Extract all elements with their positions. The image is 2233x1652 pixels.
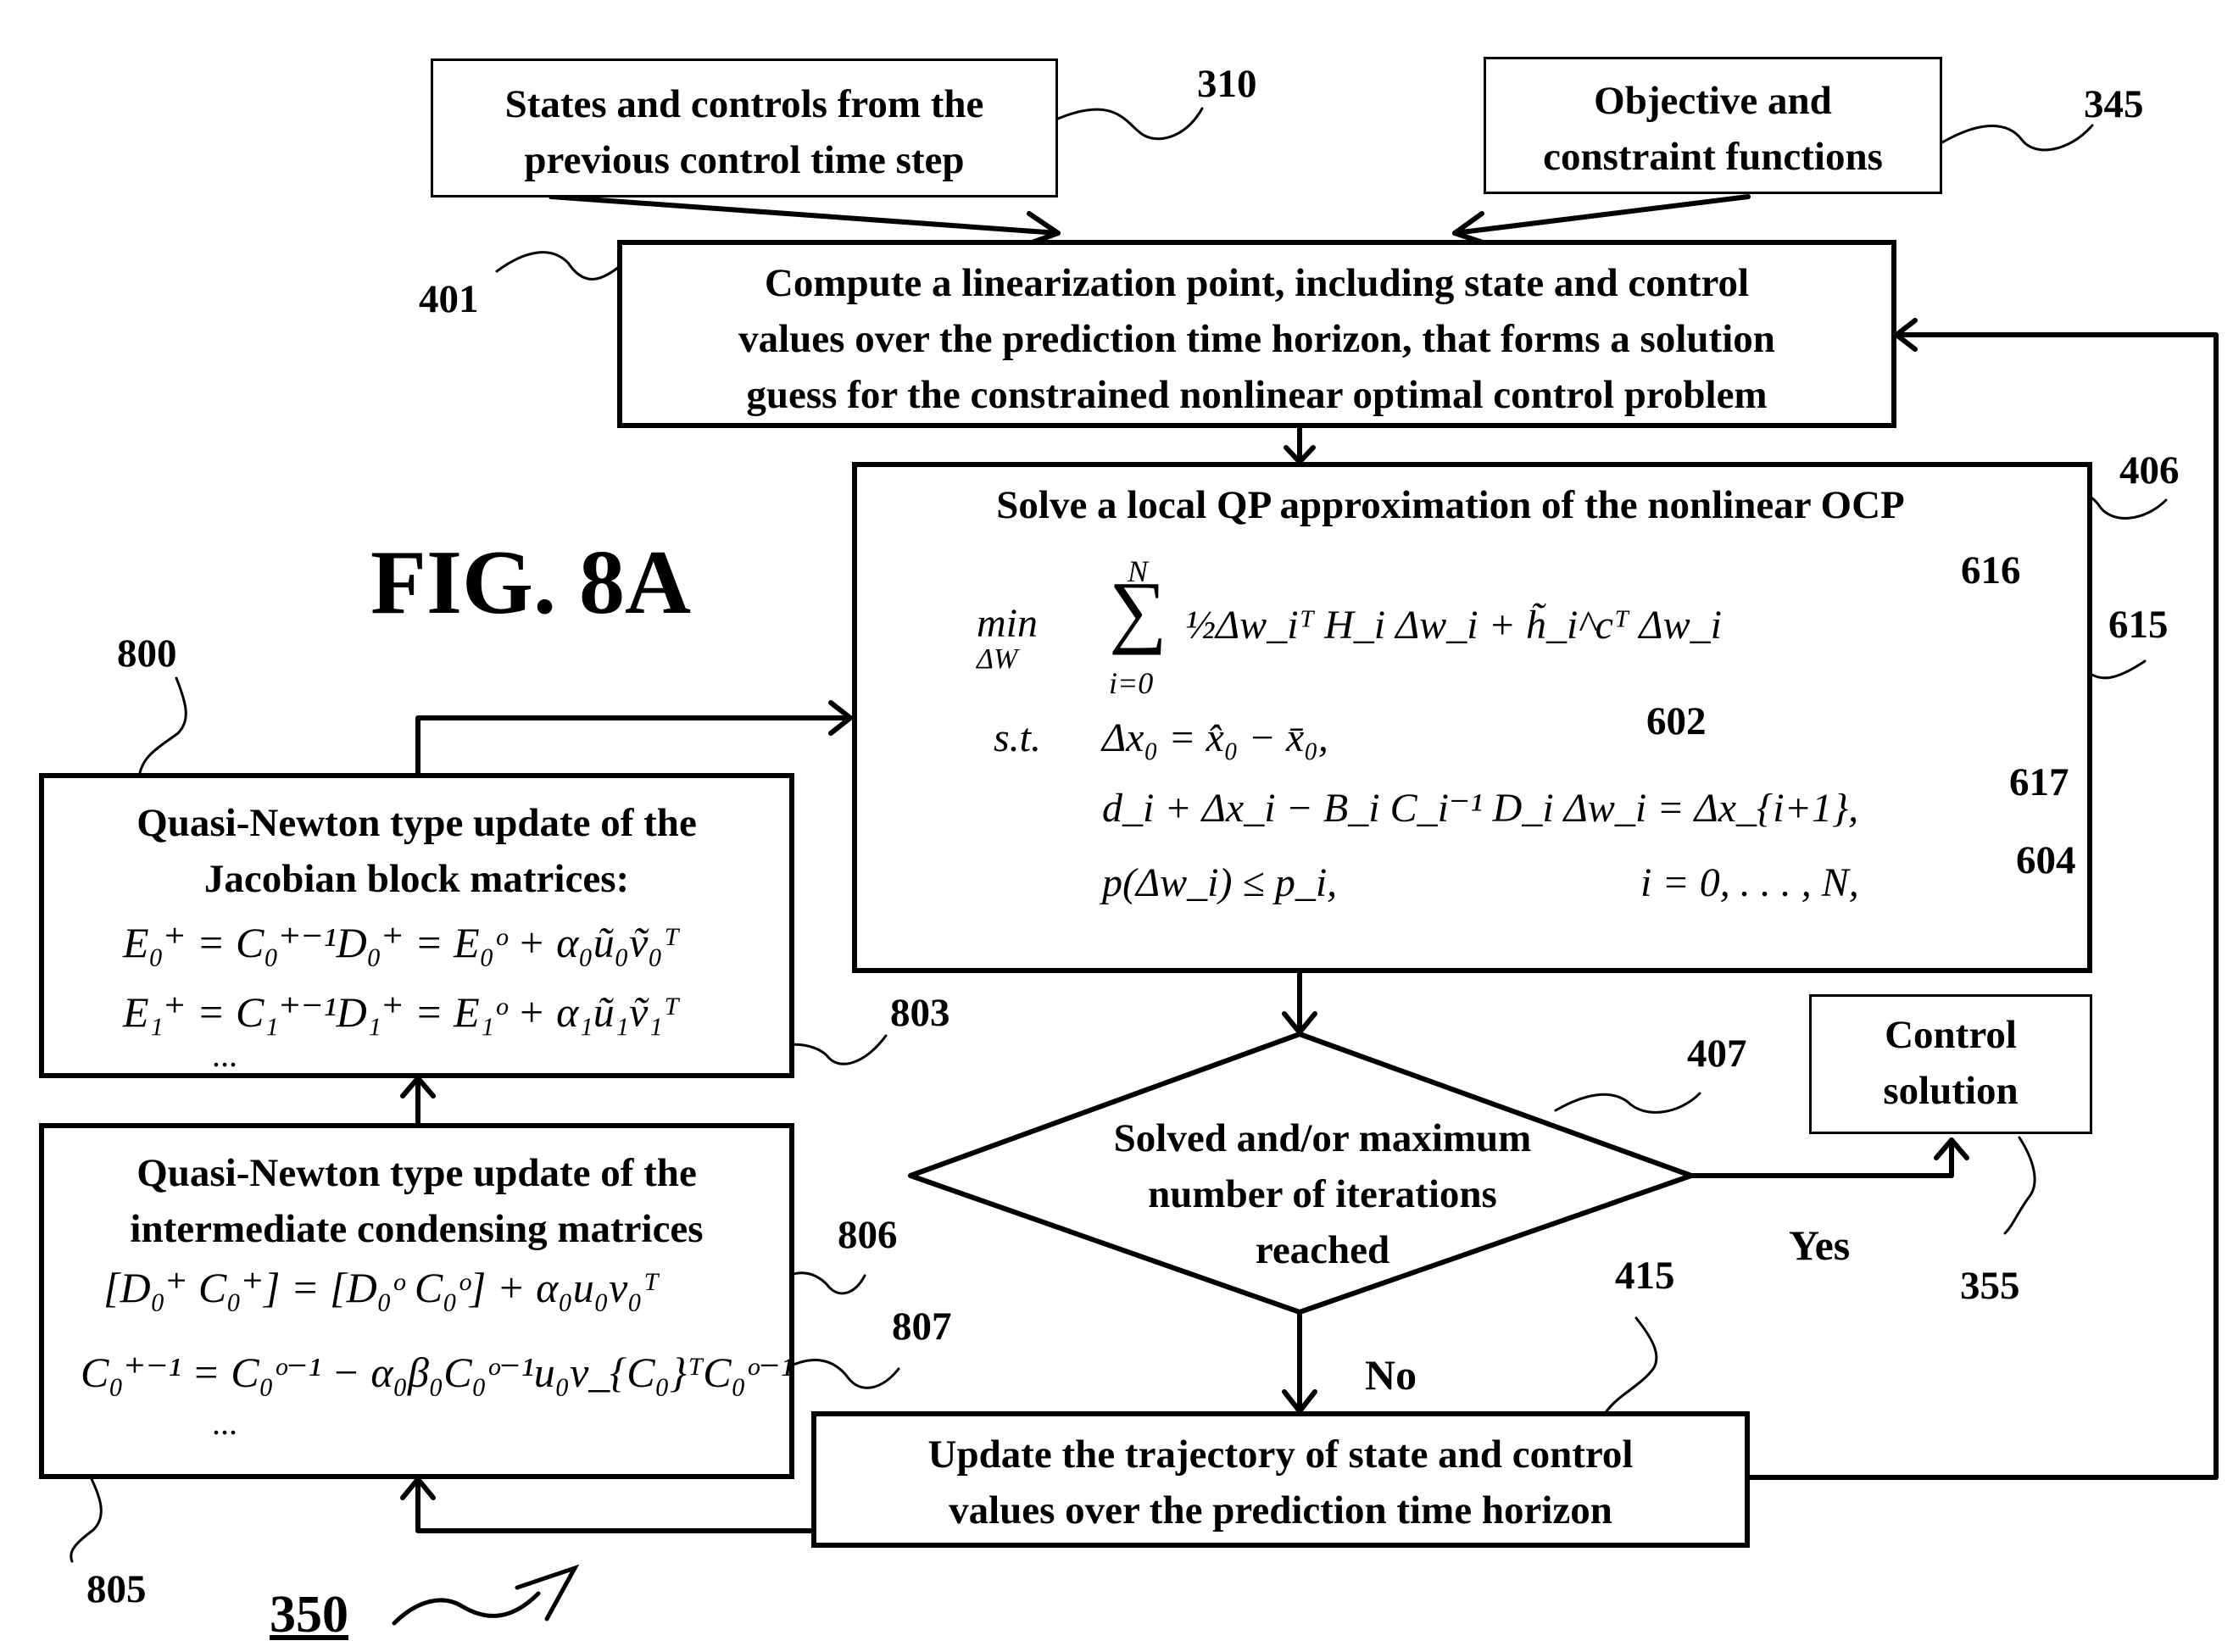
qp-sum-top: N xyxy=(1128,549,1148,593)
qp-index-range: i = 0, . . . , N, xyxy=(1640,861,1859,905)
objective-line-1: Objective and xyxy=(1486,73,1940,129)
condensing-eq-2: C₀⁺⁻¹ = C₀ᵒ⁻¹ − α₀β₀C₀ᵒ⁻¹u₀v_{C₀}ᵀC₀ᵒ⁻¹ xyxy=(81,1349,794,1395)
leader-805 xyxy=(71,1479,102,1561)
arrow-jacobian-to-qp xyxy=(418,718,850,773)
jacobian-line-1: Quasi-Newton type update of the xyxy=(44,795,789,851)
leader-401 xyxy=(497,253,619,280)
leader-807 xyxy=(782,1360,899,1388)
leader-345 xyxy=(1942,125,2092,150)
ref-310: 310 xyxy=(1197,63,1257,105)
condensing-eq-1: [D₀⁺ C₀⁺] = [D₀ᵒ C₀ᵒ] + α₀u₀v₀ᵀ xyxy=(103,1265,659,1310)
qp-st: s.t. xyxy=(994,716,1041,760)
linearize-line-1: Compute a linearization point, including… xyxy=(622,255,1891,311)
figure-main-ref: 350 xyxy=(270,1587,348,1643)
objective-constraint-box: Objective and constraint functions xyxy=(1484,57,1942,194)
ref-406: 406 xyxy=(2119,449,2180,492)
jacobian-eq-2: E₁⁺ = C₁⁺⁻¹D₁⁺ = E₁ᵒ + α₁ũ₁ṽ₁ᵀ xyxy=(123,989,679,1035)
leader-310 xyxy=(1058,108,1202,139)
ref-615: 615 xyxy=(2108,604,2169,646)
ref-806: 806 xyxy=(838,1214,898,1256)
leader-350 xyxy=(394,1594,538,1623)
arrow-objective-to-linearize xyxy=(1455,197,1748,233)
control-line-1: Control xyxy=(1812,1007,2090,1063)
ref-407: 407 xyxy=(1687,1032,1747,1075)
linearize-line-3: guess for the constrained nonlinear opti… xyxy=(622,367,1891,423)
states-line-1: States and controls from the xyxy=(433,76,1055,132)
jacobian-dots: ... xyxy=(212,1032,237,1078)
ref-604: 604 xyxy=(2016,839,2076,882)
qp-dynamics-constraint: d_i + Δx_i − B_i C_i⁻¹ D_i Δw_i = Δx_{i+… xyxy=(1102,787,1858,831)
ref-805: 805 xyxy=(86,1568,147,1610)
ref-800: 800 xyxy=(117,632,177,675)
leader-800 xyxy=(140,678,186,773)
ref-415: 415 xyxy=(1615,1254,1675,1297)
arrow-states-to-linearize xyxy=(551,197,1058,233)
decision-text: Solved and/or maximum number of iteratio… xyxy=(1043,1110,1602,1278)
linearize-line-2: values over the prediction time horizon,… xyxy=(622,311,1891,367)
jacobian-line-2: Jacobian block matrices: xyxy=(44,851,789,907)
decision-line-3: reached xyxy=(1043,1222,1602,1278)
arrowhead-350 xyxy=(517,1568,575,1619)
condensing-line-2: intermediate condensing matrices xyxy=(44,1201,789,1257)
states-line-2: previous control time step xyxy=(433,132,1055,188)
qp-title: Solve a local QP approximation of the no… xyxy=(857,477,2044,533)
states-controls-box: States and controls from the previous co… xyxy=(431,58,1058,197)
decision-line-1: Solved and/or maximum xyxy=(1043,1110,1602,1166)
qp-objective: ½Δw_iᵀ H_i Δw_i + h̃_i^cᵀ Δw_i xyxy=(1185,604,1722,648)
control-line-2: solution xyxy=(1812,1063,2090,1119)
ref-355: 355 xyxy=(1960,1265,2020,1307)
qp-min-sub: ΔW xyxy=(977,637,1017,681)
ref-401: 401 xyxy=(419,278,479,320)
leader-415 xyxy=(1607,1318,1657,1411)
ref-807: 807 xyxy=(892,1305,952,1348)
ref-803: 803 xyxy=(890,992,950,1034)
condensing-dots: ... xyxy=(212,1400,237,1446)
update-trajectory-box: Update the trajectory of state and contr… xyxy=(811,1411,1750,1548)
ref-617: 617 xyxy=(2009,761,2069,804)
leader-355 xyxy=(2005,1137,2035,1233)
linearization-box: Compute a linearization point, including… xyxy=(617,240,1896,428)
decision-line-2: number of iterations xyxy=(1043,1166,1602,1222)
qp-init-constraint: Δx₀ = x̂₀ − x̄₀, xyxy=(1102,716,1328,760)
update-line-1: Update the trajectory of state and contr… xyxy=(816,1427,1745,1482)
ref-602: 602 xyxy=(1646,700,1707,743)
update-line-2: values over the prediction time horizon xyxy=(816,1482,1745,1538)
no-label: No xyxy=(1365,1352,1417,1398)
ref-345: 345 xyxy=(2084,83,2144,125)
control-solution-box: Control solution xyxy=(1809,994,2092,1134)
jacobian-eq-1: E₀⁺ = C₀⁺⁻¹D₀⁺ = E₀ᵒ + α₀ũ₀ṽ₀ᵀ xyxy=(123,920,679,965)
figure-title: FIG. 8A xyxy=(370,537,691,630)
leader-407 xyxy=(1556,1093,1700,1112)
ref-616: 616 xyxy=(1961,549,2021,592)
yes-label: Yes xyxy=(1789,1222,1850,1268)
qp-inequality-constraint: p(Δw_i) ≤ p_i, xyxy=(1102,861,1337,905)
arrow-update-to-condensing xyxy=(418,1479,811,1531)
objective-line-2: constraint functions xyxy=(1486,129,1940,185)
arrow-decision-to-control xyxy=(1691,1140,1952,1176)
qp-sum-bottom: i=0 xyxy=(1109,661,1153,705)
condensing-line-1: Quasi-Newton type update of the xyxy=(44,1145,789,1201)
